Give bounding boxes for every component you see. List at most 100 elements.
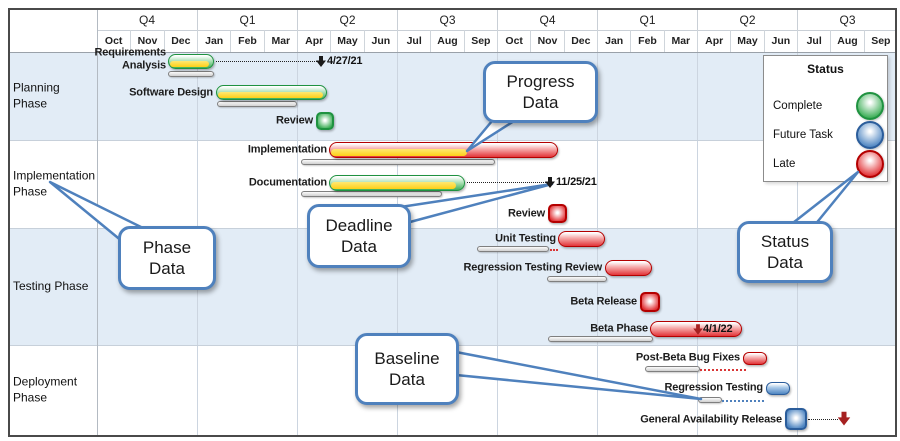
legend-item-label-green: Complete — [773, 100, 823, 112]
header-month-4: Feb — [230, 30, 263, 52]
legend-swatch-red-circle — [856, 150, 884, 178]
task-milestone-general-availability-release[interactable] — [785, 408, 807, 430]
header-month-8: Jun — [363, 30, 397, 52]
task-baseline-documentation — [301, 191, 442, 197]
task-label-beta-phase: Beta Phase — [590, 322, 648, 335]
callout-status-data[interactable]: Status Data — [737, 221, 833, 283]
task-milestone-review-implementation[interactable] — [548, 204, 567, 223]
legend-title: Status — [807, 62, 844, 76]
task-bar-post-beta-bug-fixes[interactable] — [743, 352, 767, 365]
header-month-6: Apr — [297, 30, 330, 52]
task-connector-unit-testing — [550, 249, 558, 251]
task-progress-implementation — [331, 149, 468, 156]
header-month-17: Mar — [663, 30, 697, 52]
header-quarter-2: Q2 — [297, 9, 397, 30]
task-label-general-availability-release: General Availability Release — [640, 413, 782, 426]
header-month-2: Dec — [163, 30, 197, 52]
task-progress-requirements-analysis — [170, 60, 209, 67]
task-bar-documentation[interactable] — [329, 175, 465, 191]
header-month-12: Oct — [497, 30, 530, 52]
task-baseline-software-design — [217, 101, 297, 107]
header-month-1: Nov — [130, 30, 163, 52]
task-label-review-implementation: Review — [507, 207, 545, 220]
header-month-5: Mar — [263, 30, 297, 52]
header-month-9: Jul — [397, 30, 430, 52]
phase-label-planning-phase: Planning Phase — [13, 80, 60, 110]
deadline-line-documentation — [467, 182, 546, 183]
task-label-beta-release: Beta Release — [570, 295, 637, 308]
phase-label-implementation-phase: Implementation Phase — [13, 168, 96, 198]
callout-deadline-data[interactable]: Deadline Data — [307, 204, 411, 268]
quarter-gridline — [697, 52, 698, 435]
header-month-7: May — [330, 30, 363, 52]
task-milestone-review-planning[interactable] — [316, 112, 334, 130]
deadline-line-general-availability-release — [808, 419, 838, 420]
legend-swatch-green-circle — [856, 92, 884, 120]
header-quarter-3: Q3 — [397, 9, 497, 30]
task-connector-regression-testing — [722, 400, 764, 402]
task-connector-post-beta-bug-fixes — [700, 369, 746, 371]
task-label-unit-testing: Unit Testing — [495, 232, 556, 245]
deadline-date-requirements-analysis: 4/27/21 — [327, 55, 363, 67]
callout-progress-data[interactable]: Progress Data — [483, 61, 598, 123]
band-separator — [10, 140, 896, 141]
task-label-review-planning: Review — [275, 114, 313, 127]
task-progress-documentation — [331, 182, 456, 189]
header-month-21: Jul — [797, 30, 830, 52]
legend-item-label-red: Late — [773, 158, 796, 170]
header-underline — [10, 52, 896, 53]
callout-phase-data[interactable]: Phase Data — [118, 226, 216, 290]
header-month-23: Sep — [863, 30, 897, 52]
legend-item-label-blue: Future Task — [773, 129, 833, 141]
band-separator — [10, 228, 896, 229]
phase-label-deployment-phase: Deployment Phase — [13, 374, 78, 404]
deadline-date-documentation: 11/25/21 — [556, 176, 597, 188]
task-progress-software-design — [218, 91, 323, 98]
header-month-22: Aug — [830, 30, 863, 52]
header-quarter-7: Q3 — [797, 9, 897, 30]
bar-deadline-date-beta-phase: 4/1/22 — [703, 323, 733, 335]
header-month-15: Jan — [597, 30, 630, 52]
task-bar-implementation[interactable] — [329, 142, 558, 158]
callout-baseline-data[interactable]: Baseline Data — [355, 333, 459, 405]
task-bar-unit-testing[interactable] — [558, 231, 605, 247]
deadline-line-requirements-analysis — [216, 61, 317, 62]
task-label-post-beta-bug-fixes: Post-Beta Bug Fixes — [635, 351, 740, 364]
header-quarter-5: Q1 — [597, 9, 697, 30]
header-month-18: Apr — [697, 30, 730, 52]
header-month-20: Jun — [763, 30, 797, 52]
quarter-gridline — [297, 52, 298, 435]
task-label-regression-testing-review: Regression Testing Review — [463, 261, 603, 274]
task-baseline-implementation — [301, 159, 495, 165]
phase-band-planning-phase — [10, 52, 896, 140]
task-baseline-regression-testing — [698, 397, 722, 403]
header-month-13: Nov — [530, 30, 563, 52]
task-label-implementation: Implementation — [247, 143, 327, 156]
legend-swatch-blue-circle — [856, 121, 884, 149]
header-month-16: Feb — [630, 30, 663, 52]
header-month-0: Oct — [104, 35, 123, 47]
task-baseline-post-beta-bug-fixes — [645, 366, 700, 372]
task-milestone-beta-release[interactable] — [640, 292, 660, 312]
task-label-software-design: Software Design — [129, 86, 213, 99]
task-label-requirements-analysis: Requirements Analysis — [94, 46, 166, 71]
task-label-regression-testing: Regression Testing — [664, 381, 763, 394]
task-bar-software-design[interactable] — [216, 85, 327, 100]
task-baseline-requirements-analysis — [168, 71, 214, 77]
task-baseline-unit-testing — [477, 246, 549, 252]
task-baseline-beta-phase — [548, 336, 653, 342]
header-month-3: Jan — [197, 30, 230, 52]
header-month-10: Aug — [430, 30, 463, 52]
header-month-19: May — [730, 30, 763, 52]
quarter-gridline — [497, 52, 498, 435]
task-bar-regression-testing-review[interactable] — [605, 260, 652, 276]
task-label-documentation: Documentation — [248, 176, 327, 189]
task-bar-requirements-analysis[interactable] — [168, 54, 214, 69]
task-bar-regression-testing[interactable] — [766, 382, 790, 395]
header-quarter-6: Q2 — [697, 9, 797, 30]
header-quarter-0: Q4 — [138, 12, 155, 27]
header-month-11: Sep — [463, 30, 497, 52]
header-month-14: Dec — [563, 30, 597, 52]
phase-label-testing-phase: Testing Phase — [13, 278, 89, 293]
